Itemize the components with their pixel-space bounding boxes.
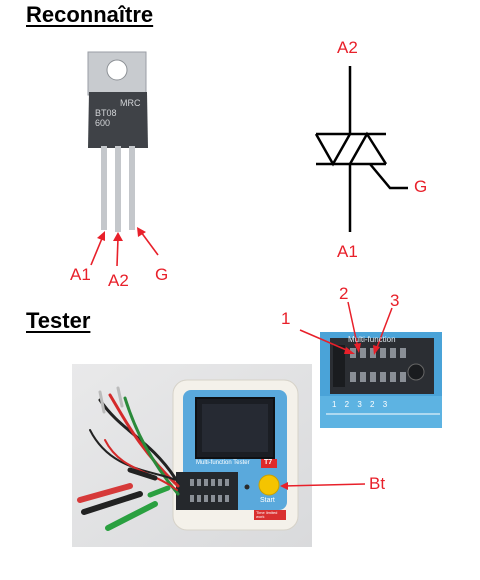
symbol-gate-lead (369, 163, 408, 190)
symbol-label-a2: A2 (337, 38, 358, 57)
zoom-pin-numbers: 1 2 3 2 3 (332, 400, 391, 409)
symbol-diode-right (348, 131, 388, 165)
package-part-line2: 600 (95, 118, 111, 128)
pin-g (129, 146, 135, 230)
tester-model: T7 (264, 459, 273, 466)
arrow-a2 (116, 237, 119, 267)
zoom-device-text: Multi-function (348, 335, 396, 344)
pin-a2 (115, 146, 121, 232)
recognize-title: Reconnaître (26, 2, 154, 27)
pin-label-g: G (155, 265, 169, 284)
package-part-line1: BT08 (95, 108, 117, 118)
model-badge (261, 459, 277, 468)
arrow-a1 (90, 235, 104, 266)
tester-zif-socket (176, 472, 238, 510)
tester-start-label: Start (260, 497, 275, 504)
mounting-hole (106, 59, 128, 81)
callout-1: 1 (281, 309, 291, 328)
symbol-label-a1: A1 (337, 242, 358, 261)
callout-line-3 (375, 307, 393, 351)
tester-warning: Time limited work (256, 510, 278, 519)
start-button (258, 474, 280, 496)
callout-line-1 (299, 329, 352, 353)
arrow-g (140, 231, 159, 256)
pin-label-a2: A2 (108, 271, 129, 290)
callout-2: 2 (339, 284, 349, 303)
test-title: Tester (26, 308, 91, 333)
package-body (88, 92, 148, 148)
tester-device-label: Multi-function Tester (196, 460, 250, 466)
symbol-label-g: G (414, 177, 428, 196)
bt-callout-line (282, 483, 366, 487)
pin-a1 (101, 146, 107, 230)
pin-label-a1: A1 (70, 265, 91, 284)
callout-3: 3 (390, 291, 400, 310)
package-brand: MRC (120, 98, 141, 108)
callout-line-2 (347, 301, 359, 349)
bt-label: Bt (369, 474, 386, 493)
